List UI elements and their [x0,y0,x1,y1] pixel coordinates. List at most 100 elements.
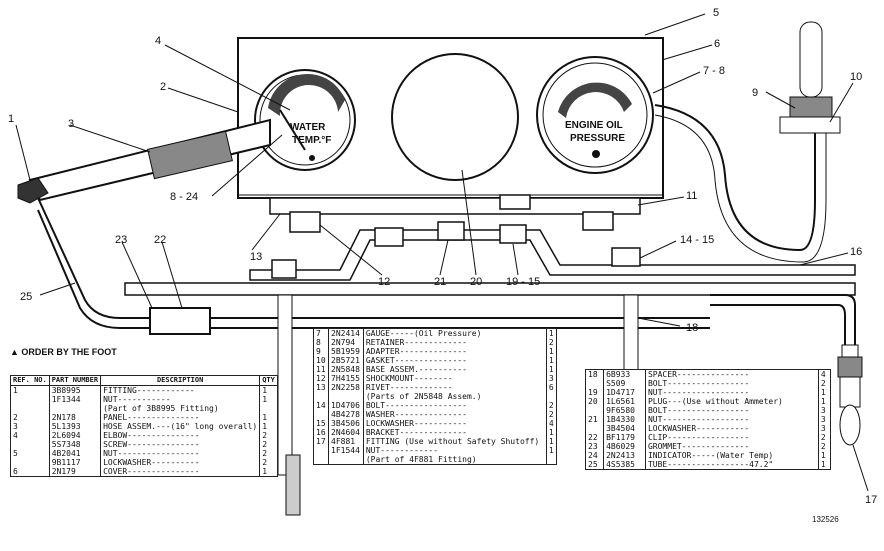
cell-part: 2N5848 [328,365,364,374]
cell-part: 1F1344 [48,395,102,404]
cell-part [48,404,102,413]
cell-part: 3B4504 [603,424,646,433]
cell-ref: 17 [312,437,330,446]
cell-desc: SHOCKMOUNT-------- [362,374,547,383]
table-row: (Part of 4F881 Fitting) [312,455,558,465]
cell-desc: COVER--------------- [100,467,261,477]
cell-ref: 15 [312,419,330,428]
fitting-17 [837,344,863,446]
cell-desc: PLUG---(Use without Ammeter) [644,397,819,406]
cell-part: 2L6094 [48,431,102,440]
callout-2: 3 [68,118,74,130]
header-ref: REF. NO. [10,375,50,386]
cell-ref [10,395,50,404]
ammeter-plug-circle [391,53,519,181]
cell-desc: LOCKWASHER---------- [100,458,261,467]
cell-desc: NUT------------------ [644,388,819,397]
cell-ref: 1 [10,385,50,395]
cell-ref: 20 [584,397,605,406]
table-row: 1F1544 NUT------------1 [312,446,558,455]
cell-qty: 2 [817,433,832,442]
cell-desc: NUT------------------ [644,415,819,424]
callout-17: 19 - 15 [506,276,540,288]
callout-7: 8 - 24 [170,191,198,203]
cell-qty: 2 [259,458,278,467]
cell-ref: 22 [584,433,605,442]
cell-ref [10,458,50,467]
cell-desc: SCREW--------------- [100,440,261,449]
cell-ref [10,440,50,449]
hose-assembly [17,118,271,204]
cell-qty: 1 [817,388,832,397]
cell-ref [584,379,605,388]
callout-16: 18 [686,322,698,334]
cell-qty: 3 [817,415,832,424]
cell-desc: BOLT----------------- [644,406,819,415]
cell-ref [312,410,330,419]
cell-desc: INDICATOR-----(Water Temp) [644,451,819,460]
cell-ref: 10 [312,356,330,365]
cell-desc: (Part of 4F881 Fitting) [362,455,547,465]
callout-13: 14 - 15 [680,234,714,246]
header-part: PART NUMBER [48,375,102,386]
grommet [149,307,211,335]
cell-ref [312,392,330,401]
cell-qty: 3 [817,424,832,433]
cell-qty: 1 [545,437,558,446]
cell-qty: 3 [817,406,832,415]
cell-qty [545,392,558,401]
cell-desc: ELBOW--------------- [100,431,261,440]
cell-desc: BOLT----------------- [644,379,819,388]
cell-part: 2N179 [48,467,102,477]
cell-qty: 2 [259,440,278,449]
table-row: 1F1344 NUT-----------1 [10,395,278,404]
cell-part [328,455,364,465]
oil-pressure-gauge: ENGINE OIL PRESSURE [536,56,654,174]
cell-qty: 2 [817,442,832,451]
cell-qty: 2 [817,379,832,388]
callout-5: 6 [714,38,720,50]
cell-ref: 19 [584,388,605,397]
table-row: (Part of 3B8995 Fitting) [10,404,278,413]
cell-desc: TUBE-----------------47.2" [644,460,819,470]
cell-ref: 8 [312,338,330,347]
cell-part: 4S5385 [603,460,646,470]
callout-14: 16 [850,246,862,258]
cell-ref: 9 [312,347,330,356]
cell-ref: 3 [10,422,50,431]
cell-part [328,392,364,401]
cell-part: 4B4278 [328,410,364,419]
cell-part: BF1179 [603,433,646,442]
cell-desc: FITTING------------ [100,385,261,395]
cell-desc: WASHER--------------- [362,410,547,419]
cell-desc: BOLT----------------- [362,401,547,410]
cell-desc: (Part of 3B8995 Fitting) [100,404,261,413]
cell-qty: 2 [545,401,558,410]
cell-qty: 2 [545,338,558,347]
cell-ref: 5 [10,449,50,458]
cell-part: 2N178 [48,413,102,422]
cell-part: 4B2041 [48,449,102,458]
cell-part: 2N2258 [328,383,364,392]
cell-ref: 13 [312,383,330,392]
cell-part: 5B1959 [328,347,364,356]
cell-part: 2N4604 [328,428,364,437]
cell-ref: 12 [312,374,330,383]
